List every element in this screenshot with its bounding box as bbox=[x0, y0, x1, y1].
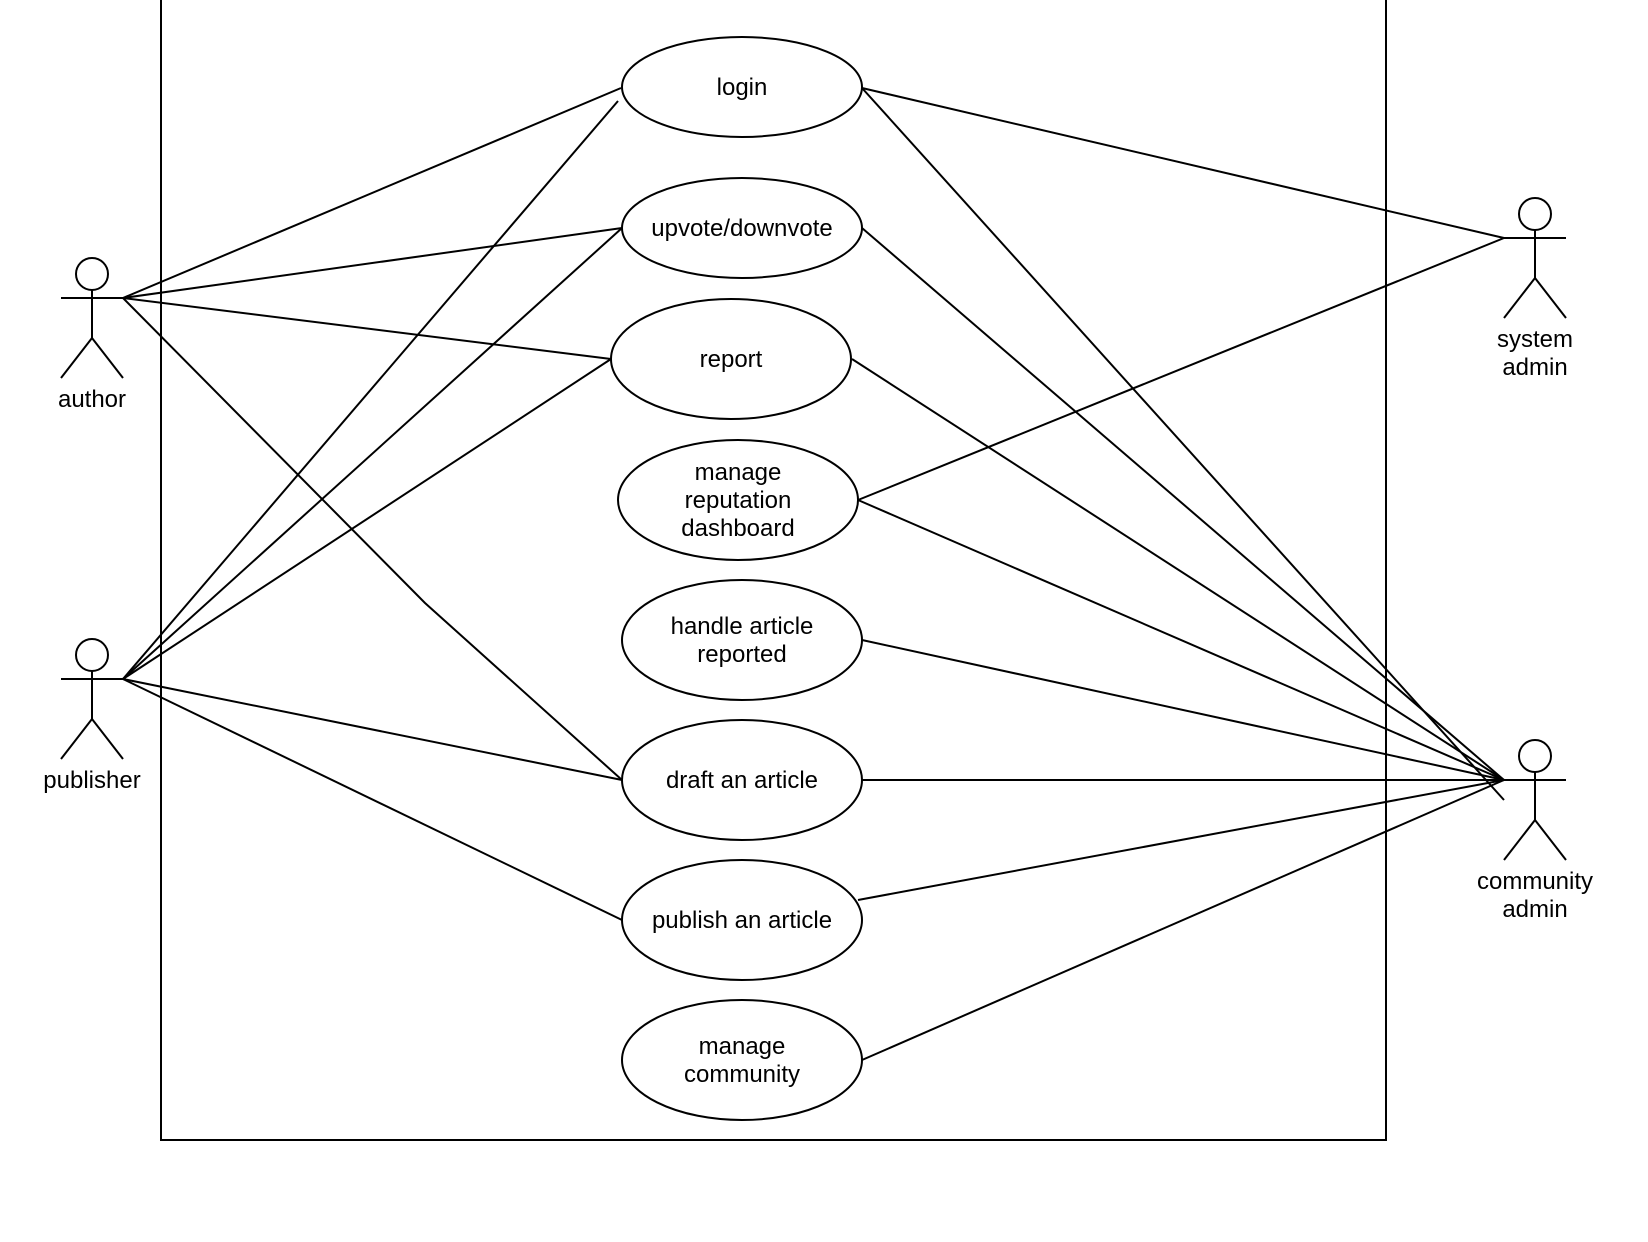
use-case-login: login bbox=[621, 36, 863, 138]
use-case-ellipse bbox=[621, 999, 863, 1121]
use-case-label: upvote/downvote bbox=[651, 215, 832, 242]
association-community-admin-to-report bbox=[851, 358, 1505, 781]
use-case-ellipse bbox=[610, 298, 852, 420]
actor-author: author bbox=[58, 257, 126, 413]
association-community-admin-to-manage-community bbox=[861, 779, 1505, 1061]
association-system-admin-to-login bbox=[861, 87, 1505, 239]
association-system-admin-to-manage-reputation-dashboard bbox=[857, 237, 1505, 501]
association-author-to-report bbox=[122, 297, 612, 360]
use-case-ellipse bbox=[617, 439, 859, 561]
association-author-to-upvote-downvote bbox=[122, 227, 623, 299]
association-author-to-login bbox=[122, 87, 622, 299]
use-case-label: community bbox=[684, 1061, 800, 1088]
actor-label: publisher bbox=[43, 767, 140, 794]
use-case-label: manage bbox=[699, 1033, 786, 1060]
association-author-to-draft-an-article bbox=[122, 297, 623, 781]
stick-figure-icon bbox=[60, 638, 124, 760]
association-publisher-to-upvote-downvote bbox=[122, 227, 623, 680]
association-community-admin-to-publish-an-article bbox=[857, 779, 1505, 901]
use-case-label: manage bbox=[695, 459, 782, 486]
use-case-ellipse bbox=[621, 36, 863, 138]
association-community-admin-to-manage-reputation-dashboard bbox=[857, 499, 1505, 781]
association-publisher-to-publish-an-article bbox=[122, 678, 623, 921]
actor-label: system bbox=[1497, 326, 1573, 353]
system-boundary bbox=[160, 0, 1387, 1141]
actor-label: admin bbox=[1502, 896, 1567, 923]
use-cases: loginupvote/downvotereportmanagereputati… bbox=[610, 36, 863, 1121]
association-community-admin-to-upvote-downvote bbox=[861, 227, 1505, 781]
associations bbox=[122, 87, 1505, 1061]
stick-figure-icon bbox=[1503, 197, 1567, 319]
actor-label: admin bbox=[1502, 354, 1567, 381]
use-case-ellipse bbox=[621, 719, 863, 841]
use-case-label: dashboard bbox=[681, 515, 794, 542]
use-case-ellipse bbox=[621, 859, 863, 981]
use-case-label: publish an article bbox=[652, 907, 832, 934]
use-case-publish-an-article: publish an article bbox=[621, 859, 863, 981]
association-community-admin-to-login bbox=[861, 87, 1505, 801]
association-publisher-to-draft-an-article bbox=[122, 678, 623, 781]
use-case-ellipse bbox=[621, 579, 863, 701]
association-publisher-to-login bbox=[122, 100, 619, 680]
stick-figure-icon bbox=[1503, 739, 1567, 861]
actor-label: community bbox=[1477, 868, 1593, 895]
use-case-label: login bbox=[717, 74, 768, 101]
use-case-label: handle article bbox=[671, 613, 814, 640]
stick-figure-icon bbox=[60, 257, 124, 379]
association-community-admin-to-handle-article-reported bbox=[861, 639, 1505, 781]
association-publisher-to-report bbox=[122, 358, 612, 680]
actor-label: author bbox=[58, 386, 126, 413]
use-case-report: report bbox=[610, 298, 852, 420]
use-case-upvote-downvote: upvote/downvote bbox=[621, 177, 863, 279]
use-case-label: report bbox=[700, 346, 763, 373]
use-case-label: reported bbox=[697, 641, 786, 668]
use-case-label: draft an article bbox=[666, 767, 818, 794]
use-case-label: reputation bbox=[685, 487, 792, 514]
use-case-draft-an-article: draft an article bbox=[621, 719, 863, 841]
use-case-ellipse bbox=[621, 177, 863, 279]
actor-publisher: publisher bbox=[43, 638, 141, 794]
